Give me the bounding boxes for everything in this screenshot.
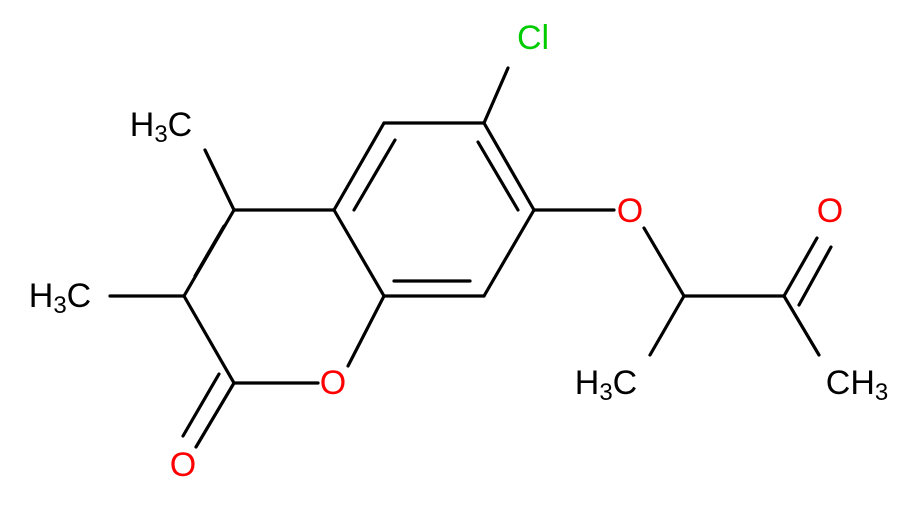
bond-co-methyl	[782, 294, 821, 357]
methyl-c3-h: H	[29, 277, 54, 315]
methyl-chain-label: H3C	[575, 364, 637, 406]
methyl-acetyl-ch: CH	[826, 364, 875, 402]
bond-o-ether-ch	[642, 226, 686, 298]
methyl-c4-sub: 3	[154, 121, 167, 148]
methyl-chain-c: C	[613, 364, 638, 402]
methyl-c3-label: H3C	[29, 277, 91, 319]
ether-oxygen-atom: O	[617, 192, 643, 230]
bond-c6-cl	[482, 66, 510, 125]
bond-c4a-c5	[332, 121, 386, 212]
methyl-chain-sub: 3	[599, 379, 612, 406]
bond-c6-c7	[482, 121, 536, 212]
bonds	[108, 66, 833, 449]
bond-o1-c8a	[346, 294, 386, 368]
methyl-acetyl-label: CH3	[826, 364, 888, 406]
bond-ch-methyl	[648, 294, 686, 357]
bond-c4-methyl	[203, 148, 236, 212]
bond-c4-c3-inner	[193, 224, 226, 278]
methyl-acetyl-sub: 3	[875, 379, 888, 406]
lactone-carbonyl-oxygen-atom: O	[170, 446, 196, 484]
methyl-c4-label: H3C	[130, 106, 192, 148]
bond-c3-c2	[182, 294, 236, 385]
bond-c2-o-carbonyl	[194, 381, 236, 449]
chlorine-atom: Cl	[517, 19, 549, 57]
bond-c4a-c5-inner	[352, 138, 397, 212]
ketone-oxygen-atom: O	[817, 192, 843, 230]
bond-c6-c7-inner	[476, 140, 520, 212]
ring-oxygen-atom: O	[320, 364, 346, 402]
bond-co-o-ketone	[782, 236, 819, 298]
methyl-c3-c: C	[67, 277, 92, 315]
bond-c8a-c4a	[332, 208, 386, 298]
atom-labels: Cl O O O O H3C H3C H3C CH3	[29, 19, 888, 484]
bond-c7-c8	[482, 208, 536, 298]
bond-c2-o-carbonyl-2	[181, 372, 221, 438]
methyl-c4-h: H	[130, 106, 155, 144]
methyl-chain-h: H	[575, 364, 600, 402]
methyl-c3-sub: 3	[53, 292, 66, 319]
methyl-c4-c: C	[168, 106, 193, 144]
bond-co-o-ketone-2	[797, 245, 833, 307]
